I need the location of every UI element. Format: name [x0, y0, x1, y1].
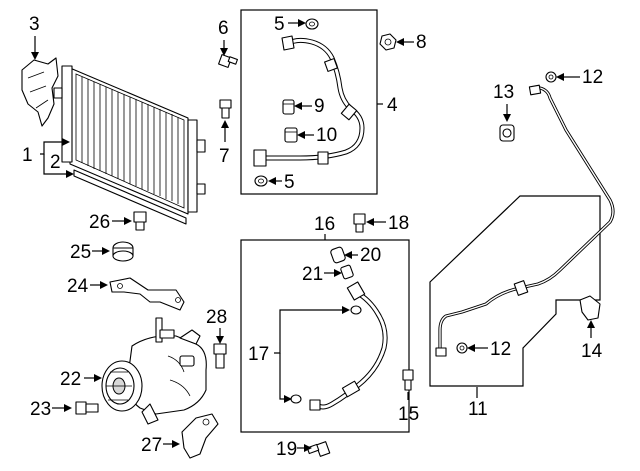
callout-7: 7: [219, 120, 230, 167]
svg-text:26: 26: [89, 212, 110, 233]
condenser: [53, 65, 206, 215]
svg-text:24: 24: [67, 276, 89, 297]
svg-text:27: 27: [141, 435, 162, 456]
bolt-7: [219, 99, 232, 119]
line-assembly-17: [309, 281, 388, 411]
svg-text:19: 19: [276, 439, 297, 460]
callout-22: 22: [60, 369, 102, 390]
air-guide-shield: [21, 57, 59, 127]
svg-text:25: 25: [70, 242, 91, 263]
callout-26: 26: [89, 212, 132, 233]
callout-9: 9: [294, 96, 325, 117]
svg-text:14: 14: [581, 341, 603, 362]
o-ring-17-top: [350, 305, 362, 315]
callout-25: 25: [70, 242, 110, 263]
hose-assembly-4: [253, 35, 365, 167]
callout-1: 1: [22, 138, 70, 166]
callout-21: 21: [302, 264, 342, 285]
callout-10: 10: [297, 125, 337, 146]
svg-text:10: 10: [316, 125, 337, 146]
group-box-4: [240, 9, 378, 195]
svg-text:12: 12: [490, 339, 511, 360]
grommet-25: [112, 241, 134, 262]
callout-24: 24: [67, 276, 108, 297]
callout-8: 8: [396, 32, 427, 53]
svg-text:7: 7: [219, 146, 230, 167]
svg-text:1: 1: [22, 145, 33, 166]
svg-text:6: 6: [218, 18, 229, 39]
valve-cap-13: [499, 124, 515, 142]
callout-4: 4: [377, 95, 398, 116]
svg-text:21: 21: [302, 264, 323, 285]
svg-text:4: 4: [387, 95, 398, 116]
callout-15: 15: [398, 392, 419, 425]
svg-text:18: 18: [388, 213, 409, 234]
svg-text:17: 17: [248, 344, 269, 365]
clip-14: [579, 295, 601, 321]
svg-text:23: 23: [30, 399, 51, 420]
callout-14: 14: [581, 320, 603, 362]
svg-text:5: 5: [274, 14, 285, 35]
bolt-23: [75, 401, 99, 415]
cap-10: [284, 127, 298, 143]
compressor-22: [101, 317, 207, 425]
bolt-26: [133, 211, 147, 231]
bracket-24: [109, 277, 185, 311]
callout-2: 2: [43, 152, 74, 178]
bolt-18: [353, 213, 366, 233]
bracket-27: [181, 413, 219, 459]
callout-17: 17: [248, 306, 350, 403]
bolt-19: [306, 441, 331, 457]
svg-text:3: 3: [29, 14, 40, 35]
callout-27: 27: [141, 435, 180, 456]
cap-21: [340, 264, 354, 280]
svg-text:13: 13: [493, 82, 514, 103]
callout-5b: 5: [268, 172, 295, 193]
callout-12b: 12: [467, 339, 511, 360]
svg-text:20: 20: [360, 245, 381, 266]
callout-20: 20: [344, 245, 381, 266]
o-ring-17-bottom: [290, 394, 302, 404]
svg-text:11: 11: [468, 399, 488, 420]
callout-5a: 5: [274, 14, 306, 35]
callout-28: 28: [206, 307, 227, 344]
svg-text:22: 22: [60, 369, 81, 390]
callout-12a: 12: [556, 67, 603, 88]
callout-19: 19: [276, 439, 312, 460]
cap-9: [282, 99, 295, 115]
svg-text:9: 9: [314, 96, 325, 117]
callout-23: 23: [30, 399, 72, 420]
group-box-11: [429, 195, 601, 387]
callout-13: 13: [493, 82, 514, 122]
svg-text:5: 5: [284, 172, 295, 193]
liquid-line-11: [435, 84, 615, 357]
callout-18: 18: [366, 213, 409, 234]
bolt-28: [213, 343, 227, 369]
svg-text:16: 16: [314, 214, 335, 235]
bolt-6: [218, 54, 238, 68]
callout-11: 11: [468, 387, 488, 420]
nut-8: [379, 33, 397, 51]
svg-text:28: 28: [206, 307, 227, 328]
callout-6: 6: [218, 18, 229, 56]
callout-16: 16: [314, 214, 335, 240]
svg-text:15: 15: [398, 404, 419, 425]
callout-3: 3: [29, 14, 40, 60]
svg-text:2: 2: [50, 152, 61, 173]
cap-20: [330, 246, 346, 264]
bolt-15: [402, 369, 414, 391]
svg-text:12: 12: [582, 67, 603, 88]
svg-text:8: 8: [416, 32, 427, 53]
